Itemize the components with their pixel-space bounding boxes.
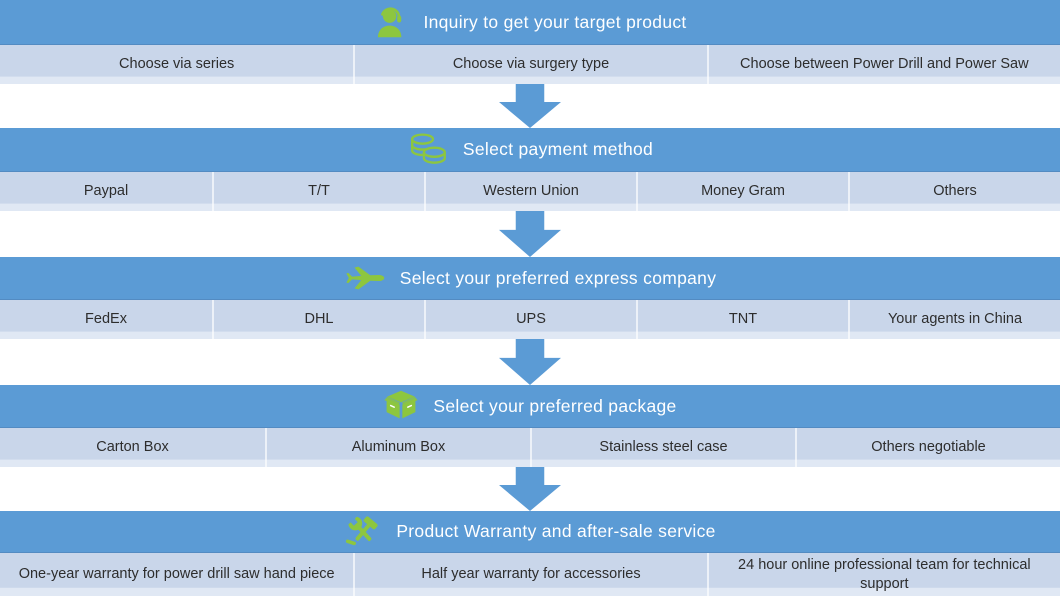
step-header-payment: Select payment method (0, 128, 1060, 172)
support-agent-icon (373, 4, 409, 40)
crossed-tools-icon (344, 513, 382, 551)
down-arrow-icon (499, 339, 561, 385)
step-header-express: Select your preferred express company (0, 257, 1060, 300)
arrow-gap (0, 211, 1060, 257)
option-cell: Your agents in China (848, 300, 1060, 339)
option-cell: Others (848, 172, 1060, 211)
option-cell: Choose via series (119, 56, 235, 73)
step-title: Select payment method (462, 139, 654, 159)
option-cell: Half year warranty for accessories (353, 553, 706, 596)
option-cell: T/T (212, 172, 424, 211)
step-title: Select your preferred express company (399, 267, 717, 288)
step-header-package: Select your preferred package (0, 385, 1060, 428)
step-options-warranty: One-year warranty for power drill saw ha… (0, 553, 1060, 596)
option-cell: Paypal (83, 183, 129, 200)
option-cell: FedEx (85, 311, 127, 328)
step-header-inquiry: Inquiry to get your target product (0, 0, 1060, 45)
arrow-gap (0, 339, 1060, 385)
option-cell: UPS (424, 300, 636, 339)
step-options-inquiry: Choose via series Choose via surgery typ… (0, 45, 1060, 84)
arrow-gap (0, 84, 1060, 128)
step-title: Inquiry to get your target product (423, 11, 687, 32)
step-options-package: Carton Box Aluminum Box Stainless steel … (0, 428, 1060, 467)
package-box-icon (383, 388, 419, 424)
option-cell: Others negotiable (795, 428, 1060, 467)
step-title: Select your preferred package (433, 395, 677, 416)
airplane-icon (344, 260, 386, 296)
option-cell: Money Gram (636, 172, 848, 211)
option-cell: Choose via surgery type (353, 45, 706, 84)
down-arrow-icon (499, 467, 561, 511)
down-arrow-icon (499, 211, 561, 257)
option-cell: Stainless steel case (530, 428, 795, 467)
arrow-gap (0, 467, 1060, 511)
step-header-warranty: Product Warranty and after-sale service (0, 511, 1060, 553)
option-cell: Carton Box (96, 439, 169, 456)
coins-icon (407, 131, 449, 169)
down-arrow-icon (499, 84, 561, 128)
option-cell: 24 hour online professional team for tec… (706, 553, 1060, 596)
option-cell: Aluminum Box (265, 428, 530, 467)
step-title: Product Warranty and after-sale service (396, 521, 716, 541)
option-cell: One-year warranty for power drill saw ha… (18, 566, 335, 583)
option-cell: Choose between Power Drill and Power Saw (706, 45, 1060, 84)
option-cell: DHL (212, 300, 424, 339)
step-options-payment: Paypal T/T Western Union Money Gram Othe… (0, 172, 1060, 211)
step-options-express: FedEx DHL UPS TNT Your agents in China (0, 300, 1060, 339)
option-cell: Western Union (424, 172, 636, 211)
option-cell: TNT (636, 300, 848, 339)
